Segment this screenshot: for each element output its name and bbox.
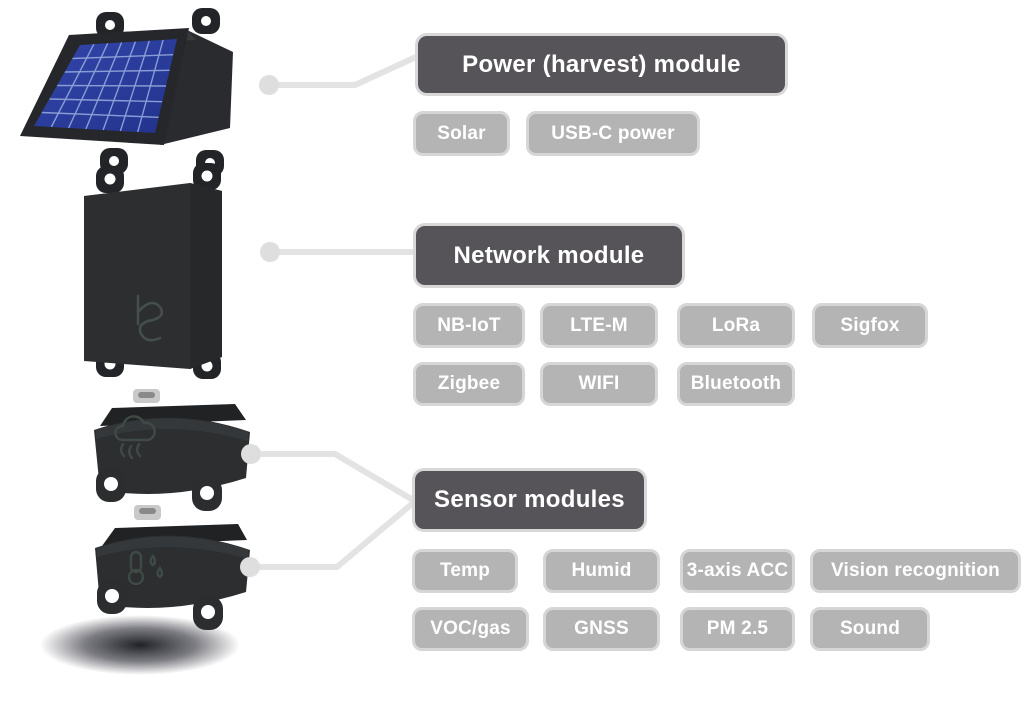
module-side-wedge (160, 30, 233, 145)
sensor-module-climate-render (95, 505, 250, 630)
module-top-highlight (96, 418, 248, 441)
power-leader-dot (259, 75, 279, 95)
module-side-facet (190, 183, 222, 369)
power-leader-line (266, 54, 419, 88)
connector-dots (240, 75, 280, 577)
tag-bluetooth: Bluetooth (677, 362, 795, 406)
module-body (94, 417, 250, 494)
tag-lte-m: LTE-M (540, 303, 658, 348)
gas-cloud-icon (114, 415, 156, 460)
tag-3-axis-acc: 3-axis ACC (680, 549, 795, 593)
network-leader-dot (260, 242, 280, 262)
sensor-climate-leader-line (247, 500, 416, 570)
thermometer-droplets-icon (127, 550, 164, 586)
sensor-gas-leader-dot (241, 444, 261, 464)
connector-lines (247, 54, 419, 570)
mounting-holes (105, 589, 215, 619)
tag-wifi: WIFI (540, 362, 658, 406)
module-body (84, 183, 222, 369)
tag-pm-2-5: PM 2.5 (680, 607, 795, 651)
network-module-render (84, 163, 222, 379)
tag-vision-recognition: Vision recognition (810, 549, 1021, 593)
power-module-title: Power (harvest) module (415, 33, 788, 96)
usb-connector-slot (139, 508, 156, 514)
tag-sound: Sound (810, 607, 930, 651)
sensor-modules-title: Sensor modules (412, 468, 647, 532)
usb-connector-slot (138, 392, 155, 398)
tag-sigfox: Sigfox (812, 303, 928, 348)
tag-humid: Humid (543, 549, 660, 593)
tag-lora: LoRa (677, 303, 795, 348)
sensor-module-gas-render (94, 389, 250, 511)
tag-nb-iot: NB-IoT (413, 303, 525, 348)
solar-panel-icon (34, 39, 177, 133)
tag-zigbee: Zigbee (413, 362, 525, 406)
brand-logo-icon (136, 294, 164, 342)
sensor-climate-leader-dot (240, 557, 260, 577)
tag-gnss: GNSS (543, 607, 660, 651)
tag-usb-c-power: USB-C power (526, 111, 700, 156)
ground-shadow (40, 615, 240, 675)
mounting-holes (104, 477, 214, 500)
tag-solar: Solar (413, 111, 510, 156)
network-module-title: Network module (413, 223, 685, 288)
power-harvest-module-render (20, 8, 233, 176)
sensor-gas-leader-line (248, 451, 416, 503)
tag-voc-gas: VOC/gas (412, 607, 529, 651)
tag-temp: Temp (412, 549, 518, 593)
module-top-highlight (97, 536, 248, 559)
